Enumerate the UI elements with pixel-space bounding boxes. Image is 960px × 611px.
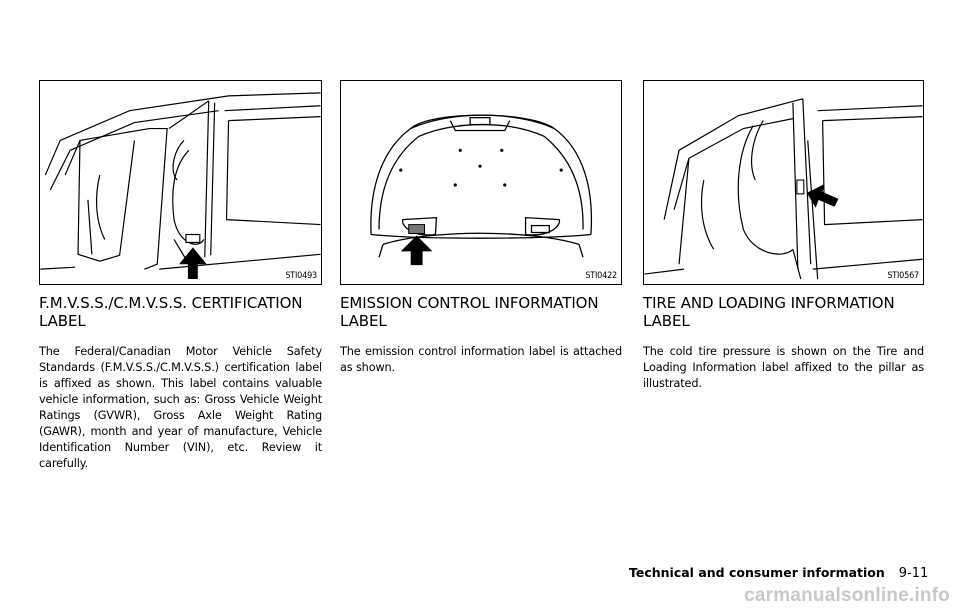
figure-pillar-label: STI0567	[643, 80, 924, 285]
section-emission-label: STI0422 EMISSION CONTROL INFORMATION LAB…	[340, 80, 622, 376]
heading-line-1: F.M.V.S.S./C.M.V.S.S. CERTIFICATION	[39, 294, 303, 312]
door-jamb-illustration	[40, 92, 321, 280]
arrow-icon	[179, 247, 207, 280]
arrow-icon	[400, 235, 433, 266]
figure-door-jamb-label: STI0493	[39, 80, 322, 285]
arrow-icon	[806, 183, 839, 208]
heading-line-1: EMISSION CONTROL INFORMATION	[340, 294, 599, 312]
heading-line-2: LABEL	[340, 312, 387, 330]
section-heading: TIRE AND LOADING INFORMATION LABEL	[643, 294, 924, 330]
heading-line-2: LABEL	[39, 312, 86, 330]
watermark: carmanualsonline.info	[744, 585, 950, 606]
section-certification-label: STI0493 F.M.V.S.S./C.M.V.S.S. CERTIFICAT…	[39, 80, 322, 472]
section-body: The emission control information label i…	[340, 345, 622, 374]
page-footer: Technical and consumer information 9-11	[629, 565, 928, 581]
heading-line-1: TIRE AND LOADING INFORMATION	[643, 294, 895, 312]
figure-code: STI0422	[585, 271, 617, 281]
section-body: The cold tire pressure is shown on the T…	[643, 345, 924, 390]
figure-hood-underside: STI0422	[340, 80, 622, 285]
page-number: 9-11	[898, 566, 929, 581]
section-heading: EMISSION CONTROL INFORMATION LABEL	[340, 294, 622, 330]
pillar-illustration	[644, 98, 923, 280]
section-heading: F.M.V.S.S./C.M.V.S.S. CERTIFICATION LABE…	[39, 294, 322, 330]
section-body: The Federal/Canadian Motor Vehicle Safet…	[39, 345, 322, 470]
figure-code: STI0567	[887, 271, 919, 281]
figure-code: STI0493	[285, 271, 317, 281]
footer-section-title: Technical and consumer information	[629, 565, 885, 580]
heading-line-2: LABEL	[643, 312, 690, 330]
hood-illustration	[370, 114, 593, 266]
section-tire-loading-label: STI0567 TIRE AND LOADING INFORMATION LAB…	[643, 80, 924, 392]
